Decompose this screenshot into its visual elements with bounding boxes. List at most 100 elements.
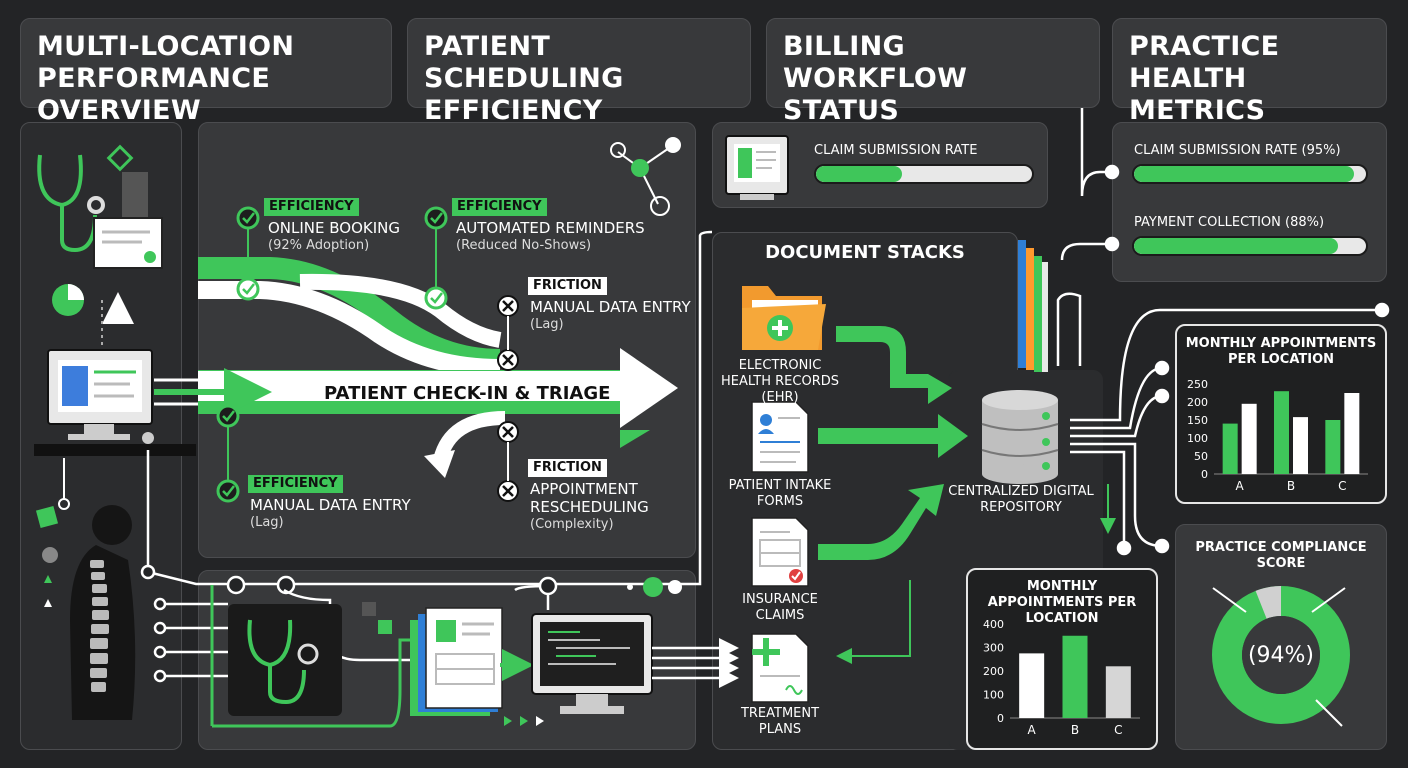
treatment-plan-icon: [751, 633, 809, 703]
bar: [1344, 393, 1360, 474]
diamond-icon: [106, 144, 134, 172]
patient-record-icon: [410, 607, 503, 716]
manual-entry-sub: (Lag): [530, 317, 564, 332]
connector-lines-right: [1056, 108, 1390, 556]
bar: [1274, 391, 1289, 474]
spine-figure-icon: [70, 505, 136, 720]
y-tick-label: 250: [1187, 378, 1208, 391]
x-tick-label: A: [1028, 723, 1037, 737]
manual-entry-sub: (Lag): [250, 515, 284, 530]
network-icon: [610, 137, 681, 216]
bar: [1222, 423, 1238, 474]
x-tick-label: C: [1114, 723, 1122, 737]
payment-collection-fill: [1134, 238, 1339, 254]
pie-chart-icon: [52, 284, 84, 316]
folder-icon: [742, 286, 826, 350]
efficiency-tag: EFFICIENCY: [452, 198, 547, 216]
x-tick-label: C: [1338, 479, 1346, 493]
repository-label: CENTRALIZED DIGITAL REPOSITORY: [948, 484, 1094, 515]
y-tick-label: 400: [983, 618, 1004, 631]
health-claim-fill: [1134, 166, 1355, 182]
y-tick-label: 0: [997, 712, 1004, 725]
reminders-sub: (Reduced No-Shows): [456, 238, 592, 253]
claim-monitor-icon: [725, 135, 789, 200]
document-icon: [93, 217, 163, 269]
rescheduling-sub: (Complexity): [530, 517, 614, 532]
health-claim-label: CLAIM SUBMISSION RATE (95%): [1134, 143, 1341, 158]
bar: [1325, 420, 1341, 474]
claim-rate-fill: [816, 166, 903, 182]
scheduling-flow: [154, 257, 678, 478]
manual-entry-efficiency-label: MANUAL DATA ENTRY (Lag): [250, 496, 411, 532]
friction-tag: FRICTION: [528, 459, 607, 477]
rescheduling-title: APPOINTMENT RESCHEDULING: [530, 480, 649, 516]
manual-entry-title: MANUAL DATA ENTRY: [530, 298, 691, 316]
checkin-triage-label: PATIENT CHECK-IN & TRIAGE: [324, 383, 611, 404]
compliance-value: (94%): [1247, 643, 1315, 668]
doc-label-treatment: TREATMENT PLANS: [740, 706, 820, 737]
chart1-title: MONTHLY APPOINTMENTS PER LOCATION: [1185, 336, 1377, 367]
y-tick-label: 200: [983, 665, 1004, 678]
doc-label-ehr: ELECTRONIC HEALTH RECORDS (EHR): [720, 358, 840, 405]
intake-form-icon: [751, 401, 809, 473]
bar: [1019, 653, 1045, 718]
online-booking-title: ONLINE BOOKING: [268, 219, 401, 237]
x-tick-label: A: [1236, 479, 1245, 493]
stethoscope-icon: [37, 154, 105, 253]
health-claim-bar: [1132, 164, 1368, 184]
y-tick-label: 200: [1187, 396, 1208, 409]
appointments-bar-chart-2: 400 300 200 100 0A B C: [983, 618, 1140, 737]
rescheduling-label: APPOINTMENT RESCHEDULING (Complexity): [530, 480, 680, 534]
doc-label-claims: INSURANCE CLAIMS: [742, 592, 818, 623]
manual-entry-title: MANUAL DATA ENTRY: [250, 496, 411, 514]
compliance-title: PRACTICE COMPLIANCE SCORE: [1195, 540, 1367, 571]
header-title: MULTI-LOCATION PERFORMANCE OVERVIEW: [37, 31, 295, 126]
efficiency-tag: EFFICIENCY: [264, 198, 359, 216]
payment-collection-label: PAYMENT COLLECTION (88%): [1134, 215, 1325, 230]
compliance-donut: [1212, 586, 1350, 727]
y-tick-label: 300: [983, 642, 1004, 655]
chart2-title: MONTHLY APPOINTMENTS PER LOCATION: [987, 579, 1137, 626]
x-tick-label: B: [1071, 723, 1079, 737]
computer-monitor-icon: [47, 349, 154, 444]
header-title: BILLING WORKFLOW STATUS: [783, 31, 968, 126]
y-tick-label: 150: [1187, 414, 1208, 427]
payment-collection-bar: [1132, 236, 1368, 256]
header-billing: BILLING WORKFLOW STATUS: [766, 18, 1100, 126]
online-booking-label: ONLINE BOOKING (92% Adoption): [268, 219, 400, 255]
connector-lines-lower: [140, 230, 713, 683]
reminders-title: AUTOMATED REMINDERS: [456, 219, 645, 237]
stethoscope-device-icon: [228, 604, 342, 716]
desk-shelf: [34, 444, 196, 456]
bar: [1293, 417, 1308, 474]
header-title: PATIENT SCHEDULING EFFICIENCY: [424, 31, 624, 126]
bar: [1105, 666, 1131, 718]
x-tick-label: B: [1287, 479, 1295, 493]
colored-file-edges: [1018, 240, 1048, 372]
manual-entry-friction-label: MANUAL DATA ENTRY (Lag): [530, 298, 691, 334]
online-booking-sub: (92% Adoption): [268, 238, 370, 253]
bar: [1241, 403, 1257, 474]
bar: [1062, 635, 1088, 718]
header-title: PRACTICE HEALTH METRICS: [1129, 31, 1280, 126]
header-health: PRACTICE HEALTH METRICS: [1112, 18, 1387, 126]
claim-rate-bar: [814, 164, 1034, 184]
claim-rate-label: CLAIM SUBMISSION RATE: [814, 143, 978, 158]
laptop-code-icon: [531, 613, 653, 714]
header-scheduling: PATIENT SCHEDULING EFFICIENCY: [407, 18, 751, 126]
y-tick-label: 50: [1194, 450, 1208, 463]
appointments-chart-panel-2: [966, 568, 1158, 750]
y-tick-label: 100: [983, 689, 1004, 702]
friction-tag: FRICTION: [528, 277, 607, 295]
database-icon: [981, 390, 1059, 484]
y-tick-label: 100: [1187, 432, 1208, 445]
y-tick-label: 0: [1201, 468, 1208, 481]
efficiency-tag: EFFICIENCY: [248, 475, 343, 493]
insurance-claim-icon: [751, 517, 809, 587]
appointments-bar-chart-1: 250 200 150 100 50 0A B C: [1187, 378, 1368, 493]
header-multi-location: MULTI-LOCATION PERFORMANCE OVERVIEW: [20, 18, 392, 126]
doc-label-intake: PATIENT INTAKE FORMS: [728, 478, 832, 509]
reminders-label: AUTOMATED REMINDERS (Reduced No-Shows): [456, 219, 645, 255]
doc-to-repo-arrows: [818, 326, 968, 560]
